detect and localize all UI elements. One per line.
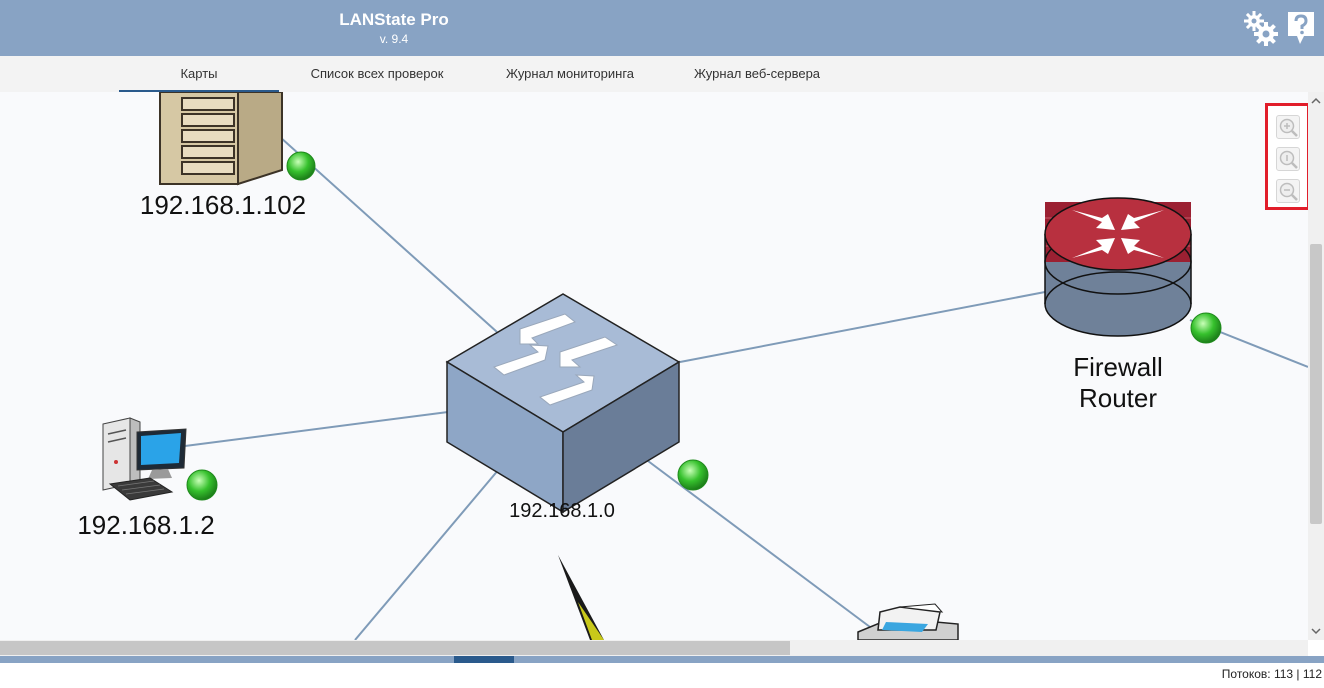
horizontal-scrollbar[interactable] <box>0 640 1308 656</box>
app-title: LANState Pro <box>339 10 449 29</box>
zoom-out-icon <box>1279 182 1298 201</box>
tab-webserver-log[interactable]: Журнал веб-сервера <box>693 66 821 81</box>
threads-status: Потоков: 113 | 112 <box>1221 667 1322 681</box>
tab-all-checks[interactable]: Список всех проверок <box>310 66 444 81</box>
switch-icon[interactable] <box>445 293 681 514</box>
router-status-dot <box>1190 312 1222 344</box>
server-icon[interactable] <box>159 92 283 186</box>
zoom-in-button[interactable] <box>1276 115 1300 139</box>
zoom-reset-button[interactable] <box>1276 147 1300 171</box>
tab-bar: Карты Список всех проверок Журнал монито… <box>0 56 1324 92</box>
router-label-line1: Firewall <box>1073 352 1163 382</box>
server-label: 192.168.1.102 <box>139 190 307 220</box>
gears-icon <box>1244 11 1278 46</box>
workstation-status-dot <box>186 469 218 501</box>
horizontal-scroll-thumb[interactable] <box>0 641 790 655</box>
tab-maps[interactable]: Карты <box>119 56 279 92</box>
workstation-label: 192.168.1.2 <box>77 510 215 540</box>
network-links <box>184 136 1308 640</box>
firewall-router-icon[interactable] <box>1044 197 1192 337</box>
zoom-in-icon <box>1279 118 1298 137</box>
scroll-up-icon[interactable] <box>1308 94 1324 108</box>
network-map[interactable]: 192.168.1.102 192.168.1.0 Firewall Route… <box>0 92 1308 640</box>
zoom-reset-icon <box>1279 150 1298 169</box>
router-label: Firewall Router <box>1048 352 1188 414</box>
router-label-line2: Router <box>1078 383 1158 413</box>
switch-label: 192.168.1.0 <box>509 500 615 522</box>
vertical-scroll-thumb[interactable] <box>1310 244 1322 524</box>
app-version: v. 9.4 <box>379 32 409 46</box>
settings-button[interactable] <box>1243 10 1279 51</box>
tab-monitoring-log[interactable]: Журнал мониторинга <box>505 66 635 81</box>
workstation-icon[interactable] <box>102 417 187 501</box>
help-button[interactable] <box>1286 10 1316 51</box>
zoom-controls <box>1265 103 1310 210</box>
switch-status-dot <box>677 459 709 491</box>
printer-icon[interactable] <box>857 603 959 640</box>
vertical-scrollbar[interactable] <box>1308 92 1324 640</box>
activity-indicator <box>454 656 514 663</box>
zoom-out-button[interactable] <box>1276 179 1300 203</box>
app-header: LANState Pro v. 9.4 <box>0 0 1324 56</box>
server-status-dot <box>286 151 316 181</box>
help-icon <box>1288 12 1314 44</box>
activity-bar <box>0 656 1324 663</box>
scroll-down-icon[interactable] <box>1308 624 1324 638</box>
